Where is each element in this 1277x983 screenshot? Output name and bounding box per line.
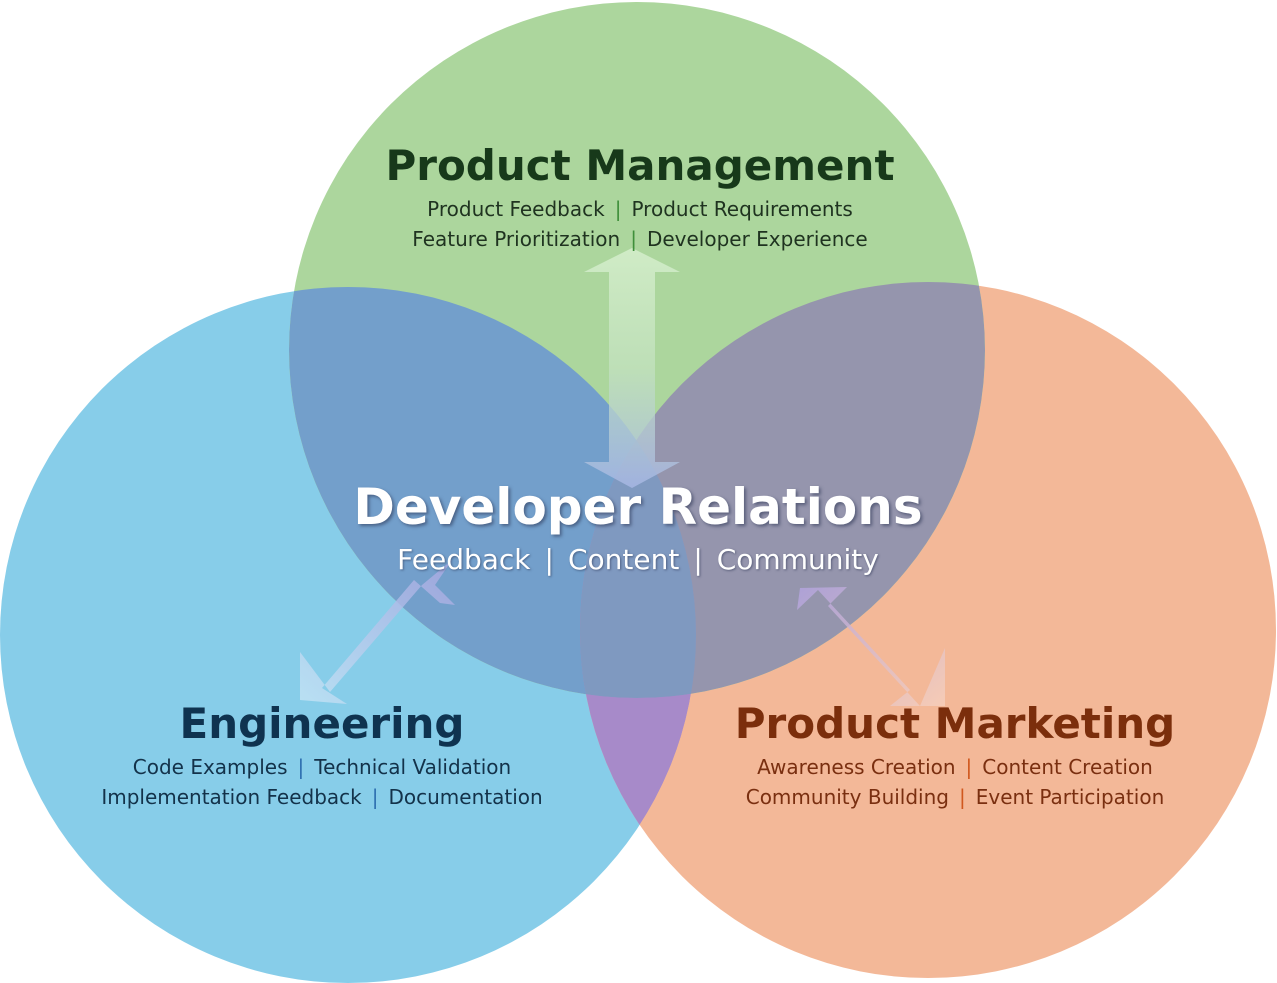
mkt-item: Community Building bbox=[745, 785, 949, 809]
engineering-line-2: Implementation Feedback | Documentation bbox=[22, 782, 622, 812]
product-marketing-title: Product Marketing bbox=[734, 699, 1176, 748]
developer-relations-title: Developer Relations bbox=[353, 478, 923, 536]
separator: | bbox=[371, 785, 379, 809]
pm-item: Developer Experience bbox=[646, 227, 868, 251]
developer-relations-items: Feedback | Content | Community bbox=[300, 540, 976, 580]
pm-item: Product Requirements bbox=[631, 197, 853, 221]
separator: | bbox=[297, 755, 305, 779]
separator: | bbox=[693, 543, 703, 576]
pm-item: Product Feedback bbox=[427, 197, 605, 221]
dr-item: Content bbox=[567, 543, 680, 576]
arrow-product-marketing bbox=[797, 587, 945, 706]
mkt-item: Content Creation bbox=[982, 755, 1153, 779]
eng-item: Code Examples bbox=[132, 755, 288, 779]
engineering-line-1: Code Examples | Technical Validation bbox=[22, 752, 622, 782]
separator: | bbox=[630, 227, 637, 251]
separator: | bbox=[544, 543, 554, 576]
arrow-engineering bbox=[300, 560, 455, 704]
product-marketing-section: Product Marketing Awareness Creation|Con… bbox=[655, 696, 1255, 812]
pm-item: Feature Prioritization bbox=[412, 227, 621, 251]
mkt-item: Awareness Creation bbox=[757, 755, 956, 779]
dr-item: Community bbox=[716, 543, 879, 576]
separator: | bbox=[958, 785, 966, 809]
engineering-section: Engineering Code Examples | Technical Vali… bbox=[22, 696, 622, 812]
arrow-product-management bbox=[584, 248, 680, 488]
product-marketing-line-1: Awareness Creation | Content Creation bbox=[655, 752, 1255, 782]
eng-item: Technical Validation bbox=[314, 755, 512, 779]
product-marketing-line-2: Community Building | Event Participation bbox=[655, 782, 1255, 812]
mkt-item: Event Participation bbox=[975, 785, 1165, 809]
dr-item: Feedback bbox=[397, 543, 531, 576]
product-management-line-1: Product Feedback | Product Requirements bbox=[290, 194, 990, 224]
eng-item: Documentation bbox=[388, 785, 543, 809]
developer-relations-section: Developer Relations Feedback | Content | Com… bbox=[300, 474, 976, 580]
engineering-title: Engineering bbox=[179, 699, 465, 748]
separator: | bbox=[965, 755, 973, 779]
separator: | bbox=[614, 197, 622, 221]
eng-item: Implementation Feedback bbox=[101, 785, 362, 809]
product-management-title: Product Management bbox=[385, 141, 895, 190]
product-management-line-2: Feature Prioritization | Developer Experie… bbox=[290, 224, 990, 254]
product-management-section: Product Management Product Feedback|Prod… bbox=[290, 138, 990, 254]
